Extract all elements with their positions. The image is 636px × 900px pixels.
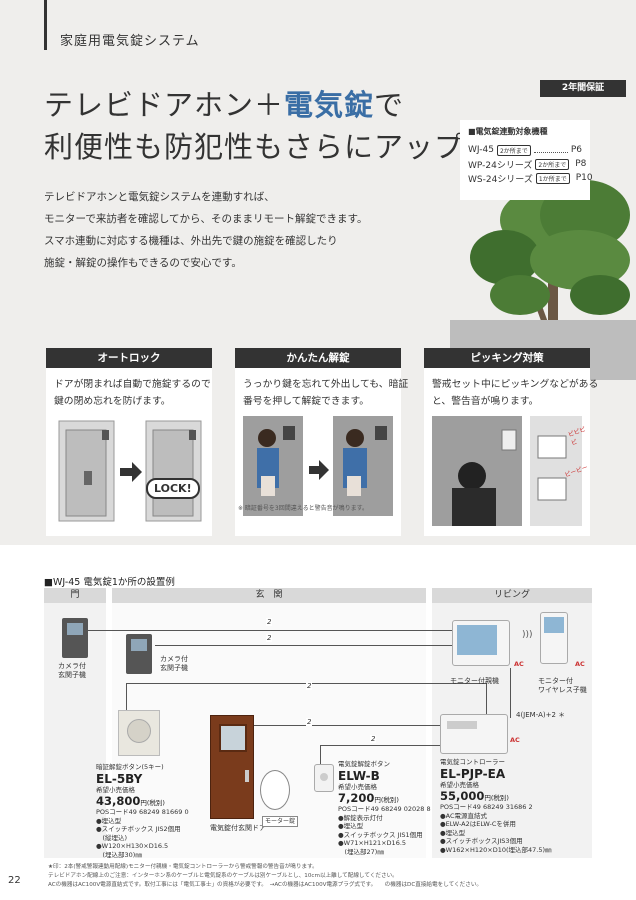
product-name: EL-5BY (96, 771, 143, 786)
el5by-device (118, 710, 160, 756)
feature-desc: ドアが閉まれば自動で施錠するので 鍵の閉め忘れを防げます。 (54, 379, 211, 407)
entrance-camera-caption: カメラ付 玄関子機 (160, 655, 188, 672)
ac-label: AC (510, 736, 520, 744)
monitor-device (452, 620, 510, 666)
feature-title: かんたん解錠 (235, 348, 401, 368)
feature-footnote: ※ 暗証番号を3回間違えると警告音が鳴ります。 (238, 505, 368, 512)
picking-illustration (432, 416, 582, 526)
wire-label: 2 (266, 618, 273, 626)
feature-card-picking: ピッキング対策 警戒セット中にピッキングなどがある と、警告音が鳴ります。 ピピ… (424, 348, 599, 536)
wireless-caption: モニター付 ワイヤレス子機 (538, 677, 587, 694)
feature-title: ピッキング対策 (424, 348, 590, 368)
product-price: 7,200円(税別) (338, 791, 399, 805)
feature-desc: 警戒セット中にピッキングなどがある と、警告音が鳴ります。 (432, 379, 599, 407)
product-name: EL-PJP-EA (440, 766, 506, 781)
intro-text: テレビドアホンと電気錠システムを連動すれば、 モニターで来訪者を確認してから、そ… (44, 191, 368, 269)
wire (86, 630, 458, 631)
gate-camera-device (62, 618, 88, 658)
signal-icon: ))) (522, 630, 533, 640)
product-price: 43,800円(税別) (96, 794, 165, 808)
page-number: 22 (8, 875, 21, 886)
motor-lock-caption: モーター錠 (262, 816, 299, 827)
entrance-door (210, 715, 254, 819)
wire-label: 2 (370, 735, 377, 743)
wire (510, 668, 511, 718)
bus-label: 4(JEM-A)+2 ＊ (516, 711, 566, 719)
headline-highlight: 電気錠 (284, 88, 375, 122)
headline-line2: 利便性も防犯性もさらにアップ (44, 130, 465, 164)
section-label: 家庭用電気錠システム (60, 34, 200, 49)
elwb-info: 電気錠解錠ボタン ELW-B 希望小売価格 7,200円(税別) POSコード4… (338, 760, 431, 856)
ac-label: AC (514, 660, 524, 668)
zone-gate: 門 (44, 588, 106, 603)
controller-device (440, 714, 508, 754)
wire (126, 683, 127, 713)
lock-badge: LOCK! (146, 478, 200, 499)
gate-camera-caption: カメラ付 玄関子機 (58, 662, 86, 679)
product-name: ELW-B (338, 768, 380, 783)
feature-title: オートロック (46, 348, 212, 368)
diagram-title: ■WJ-45 電気錠1か所の設置例 (44, 577, 175, 588)
keypad-illustration (243, 416, 393, 516)
product-price: 55,000円(税別) (440, 789, 509, 803)
zone-living: リビング (432, 588, 592, 603)
feature-card-easy-unlock: かんたん解錠 うっかり鍵を忘れて外出しても、暗証 番号を押して解錠できます。 (235, 348, 409, 536)
autolock-illustration (58, 420, 202, 522)
wire (486, 683, 487, 715)
ac-label: AC (575, 660, 585, 668)
elwb-device (314, 764, 334, 792)
models-title: ■電気錠連動対象機種 (468, 127, 548, 136)
wire-label: 2 (306, 718, 313, 726)
wire-label: 2 (306, 682, 313, 690)
tree-trunk (548, 235, 558, 365)
wire-label: 2 (266, 634, 273, 642)
wire (236, 725, 446, 726)
section-rule (44, 0, 47, 50)
wire (320, 745, 446, 746)
monitor-caption: モニター付親機 (450, 677, 499, 685)
wireless-handset (540, 612, 568, 664)
el5by-info: 暗証解錠ボタン(5キー) EL-5BY 希望小売価格 43,800円(税別) P… (96, 763, 189, 859)
feature-desc: うっかり鍵を忘れて外出しても、暗証 番号を押して解錠できます。 (243, 379, 409, 407)
elpjp-info: 電気錠コントローラー EL-PJP-EA 希望小売価格 55,000円(税別) … (440, 758, 552, 854)
headline-line1: テレビドアホン＋電気錠で (44, 88, 405, 122)
entrance-camera-device (126, 634, 152, 674)
footnote: テレビドアホン配線上のご注意：インターホン系のケーブルと電気錠系のケーブルは別ケ… (48, 873, 398, 879)
tree-foliage (470, 180, 636, 330)
wire (155, 645, 458, 646)
warranty-badge: 2年間保証 (540, 80, 626, 97)
zone-entrance: 玄 関 (112, 588, 426, 603)
wire (320, 745, 321, 765)
feature-card-autolock: オートロック ドアが閉まれば自動で施錠するので 鍵の閉め忘れを防げます。 LOC… (46, 348, 212, 536)
footnote: ★印：2本(警戒警報連動用配線)モニター付親機・電気錠コントローラーから警戒警報… (48, 864, 318, 870)
footnote: ACの機器はAC100V電源直結式です。取付工事には「電気工事士」の資格が必要で… (48, 882, 483, 888)
door-caption: 電気錠付玄関ドア (210, 824, 266, 832)
motor-lock-callout (260, 770, 290, 810)
